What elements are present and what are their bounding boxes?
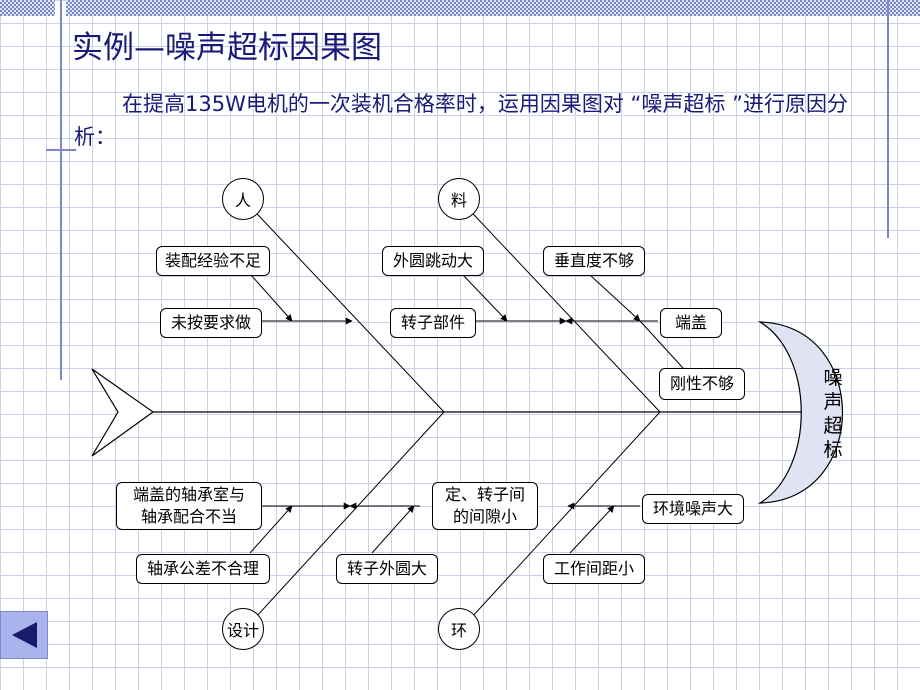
cause-rotor-parts: 转子部件 bbox=[390, 308, 476, 338]
left-vertical-rule bbox=[60, 0, 62, 380]
slide-title: 实例—噪声超标因果图 bbox=[72, 30, 382, 66]
bone-people bbox=[243, 199, 445, 413]
cause-ambient-noise: 环境噪声大 bbox=[642, 494, 744, 524]
right-vertical-rule bbox=[887, 0, 889, 238]
previous-slide-button[interactable] bbox=[0, 611, 48, 659]
bone-environment bbox=[459, 411, 661, 631]
bone-material bbox=[459, 199, 661, 413]
fishbone-tail bbox=[91, 368, 155, 457]
category-design: 设计 bbox=[222, 608, 264, 650]
cause-not-per-requirement: 未按要求做 bbox=[160, 308, 262, 338]
cause-stator-rotor-gap: 定、转子间 的间隙小 bbox=[432, 482, 538, 530]
top-pattern-bar-left bbox=[0, 0, 55, 16]
cause-perpendicularity: 垂直度不够 bbox=[543, 246, 645, 276]
top-pattern-bar-right bbox=[66, 0, 920, 16]
cause-bearing-tolerance: 轴承公差不合理 bbox=[136, 554, 270, 584]
intro-text: 在提高135W电机的一次装机合格率时，运用因果图对 “噪声超标 ”进行原因分析： bbox=[74, 92, 848, 149]
cause-outer-runout: 外圆跳动大 bbox=[382, 246, 484, 276]
cause-end-cover: 端盖 bbox=[660, 308, 722, 338]
fishbone-head bbox=[757, 321, 844, 504]
category-material: 料 bbox=[438, 178, 480, 220]
cause-bearing-housing: 端盖的轴承室与 轴承配合不当 bbox=[116, 482, 262, 530]
category-environment: 环 bbox=[438, 608, 480, 650]
category-people: 人 bbox=[222, 178, 264, 220]
left-horizontal-rule bbox=[46, 149, 76, 151]
cause-rotor-outer-diameter: 转子外圆大 bbox=[336, 554, 438, 584]
cause-assembly-experience: 装配经验不足 bbox=[156, 246, 270, 276]
bone-design bbox=[243, 411, 445, 631]
effect-label: 噪 声 超 标 bbox=[823, 367, 843, 461]
cause-work-spacing: 工作间距小 bbox=[543, 554, 645, 584]
cause-insufficient-rigidity: 刚性不够 bbox=[659, 368, 745, 400]
triangle-left-icon bbox=[12, 622, 37, 648]
